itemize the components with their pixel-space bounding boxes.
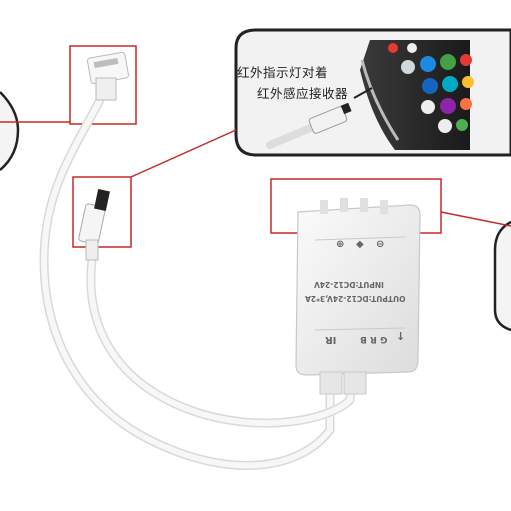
- output-spec-label: OUTPUT:DC12-24V,3*2A: [305, 294, 406, 303]
- connector-icon: [87, 51, 129, 101]
- rgb-port-label: G R B: [360, 334, 388, 344]
- input-spec-label: INPUT:DC12-24V: [314, 280, 384, 289]
- connector-highlight-box: [69, 45, 137, 125]
- polarity-minus: ⊖: [376, 239, 385, 250]
- right-callout-bubble: [493, 220, 511, 332]
- cables: [39, 89, 357, 470]
- ir-port-label: IR: [325, 334, 337, 345]
- polarity-plus: ⊕: [336, 239, 345, 250]
- remote-control-icon: [360, 40, 474, 150]
- callout-line-1: 红外指示灯对着: [237, 65, 329, 80]
- callout-line-2: 红外感应接收器: [257, 86, 349, 101]
- polarity-dot: ◆: [356, 239, 364, 250]
- receiver-highlight-box: [72, 176, 132, 248]
- controller-body: [295, 198, 421, 395]
- left-callout-bubble: [0, 91, 20, 171]
- ir-receiver-icon: [266, 87, 373, 149]
- ir-receiver-plug: [78, 188, 110, 261]
- arrow-label: ↓: [396, 330, 406, 343]
